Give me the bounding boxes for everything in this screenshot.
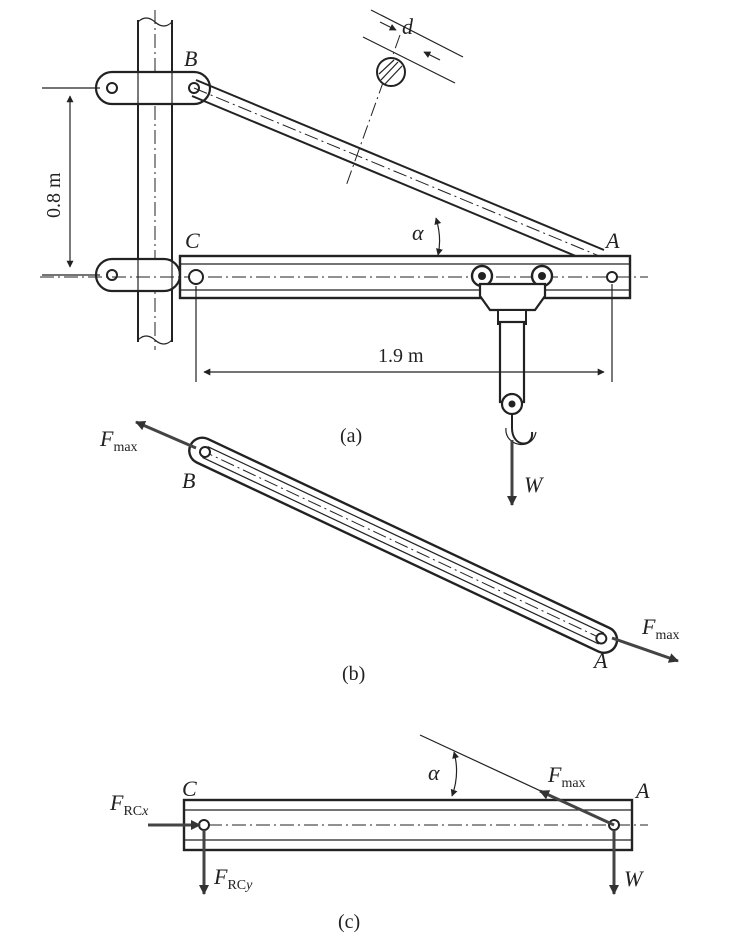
figure-a: B C A d α 0.8 m 1.9 m W (a) <box>40 9 648 506</box>
bracket-c <box>94 257 182 293</box>
caption-b: (b) <box>342 663 365 685</box>
force-fmax-arrow <box>539 789 615 827</box>
label-c-FRCx: FRCx <box>109 790 149 819</box>
label-a-B: B <box>184 46 197 71</box>
label-b-F-right: Fmax <box>641 614 680 643</box>
trolley <box>470 264 554 446</box>
bracket-b <box>94 70 212 106</box>
beam-ca-isolated <box>182 798 648 852</box>
label-a-length: 1.9 m <box>378 345 424 367</box>
angle-alpha-arc-c <box>450 751 460 797</box>
angle-alpha-arc <box>434 217 443 256</box>
rod-ba-isolated <box>188 436 619 654</box>
label-b-A: A <box>592 648 608 673</box>
label-c-alpha: α <box>428 760 440 785</box>
label-c-A: A <box>634 778 650 803</box>
label-a-W: W <box>524 472 544 497</box>
label-a-C: C <box>185 228 200 253</box>
label-c-C: C <box>182 776 197 801</box>
column <box>137 10 173 350</box>
caption-a: (a) <box>340 425 362 447</box>
label-b-B: B <box>182 468 195 493</box>
label-a-d: d <box>402 14 414 39</box>
force-fmax-right-arrow <box>611 636 679 663</box>
caption-c: (c) <box>338 911 360 933</box>
label-a-alpha: α <box>412 220 424 245</box>
label-c-FRCy: FRCy <box>213 864 253 893</box>
label-a-height: 0.8 m <box>43 172 65 218</box>
figure-b: Fmax B Fmax A (b) <box>99 420 680 685</box>
dim-height <box>42 87 100 276</box>
label-c-Fmax: Fmax <box>547 762 586 791</box>
dim-length <box>195 284 613 382</box>
rod-ba <box>191 79 605 259</box>
figure-c: C A α Fmax FRCx FRCy W (c) <box>109 734 650 933</box>
label-a-A: A <box>604 228 620 253</box>
force-fmax-left-arrow <box>135 420 197 450</box>
label-b-F-left: Fmax <box>99 426 138 455</box>
label-c-W: W <box>624 866 644 891</box>
rod-cross-section <box>345 9 464 187</box>
